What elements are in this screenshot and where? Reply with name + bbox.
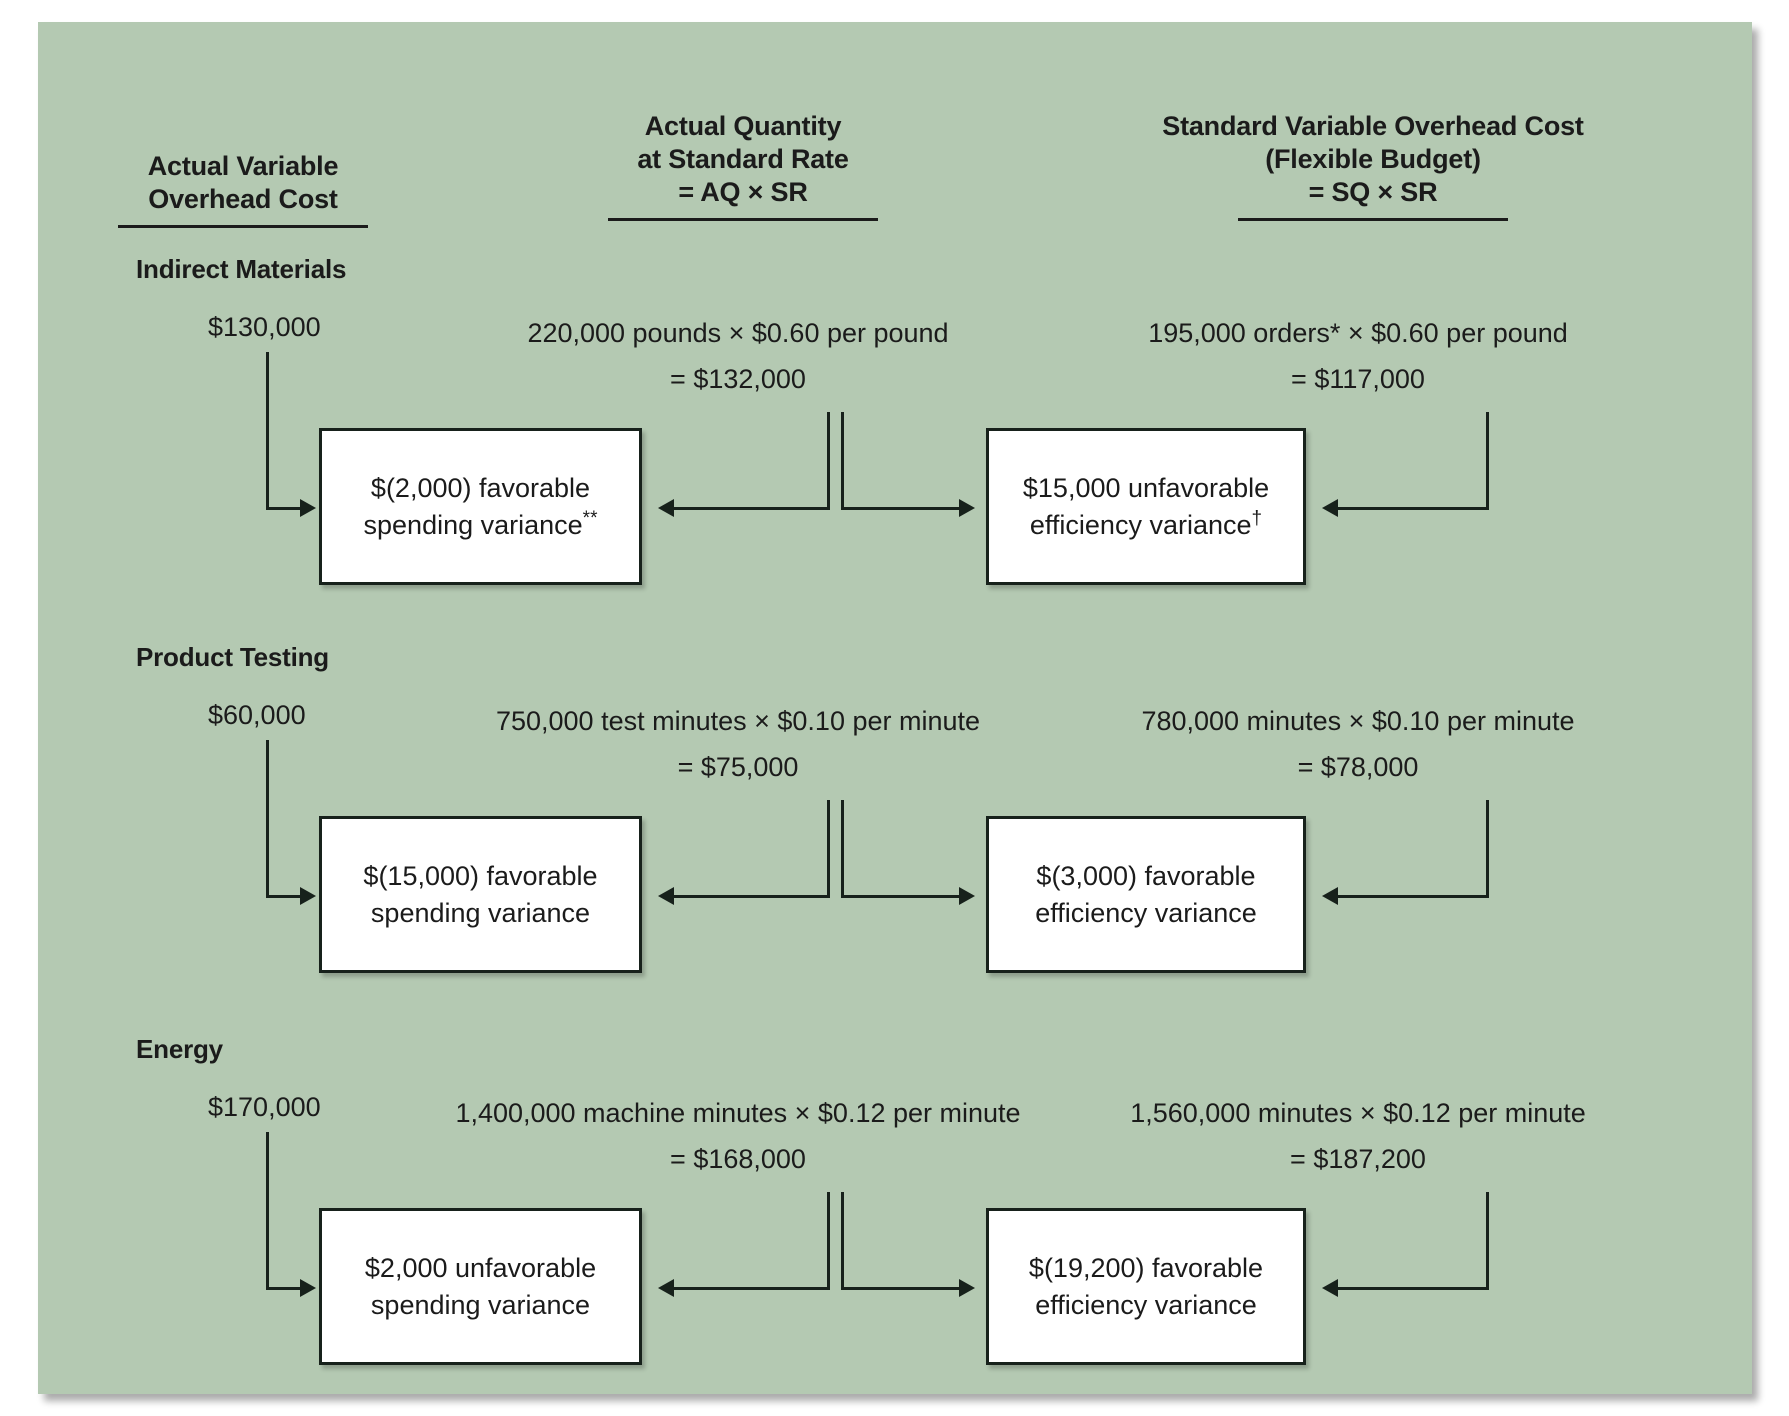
- efficiency-variance-line-1: $(19,200) favorable: [1028, 1252, 1264, 1283]
- sqsr-total: = $187,200: [1290, 1144, 1426, 1174]
- header-underline: [608, 218, 878, 221]
- aqsr-total: = $168,000: [670, 1144, 806, 1174]
- header-line-3: = SQ × SR: [1308, 177, 1438, 207]
- connector-sqsr-horizontal: [1338, 895, 1489, 898]
- connector-sqsr-vertical: [1486, 1192, 1489, 1290]
- connector-aqsr-stem-left: [827, 800, 830, 898]
- efficiency-variance-line-2: efficiency variance: [1029, 509, 1252, 540]
- section-title: Indirect Materials: [136, 254, 347, 284]
- connector-aqsr-to-efficiency: [841, 507, 961, 510]
- connector-sqsr-vertical: [1486, 412, 1489, 510]
- section-title: Energy: [136, 1034, 223, 1064]
- arrow-into-efficiency-box: [959, 1279, 975, 1297]
- aqsr-expression-text: 750,000 test minutes × $0.10 per minute: [495, 706, 981, 736]
- actual-cost-value: $130,000: [208, 312, 321, 342]
- header-line-2: at Standard Rate: [637, 144, 849, 174]
- spending-variance-line-2: spending variance: [370, 897, 591, 928]
- arrow-into-efficiency-box-from-sqsr: [1322, 499, 1338, 517]
- actual-cost-value: $60,000: [208, 700, 306, 730]
- header-line-2: Overhead Cost: [148, 184, 338, 214]
- efficiency-variance-line-2: efficiency variance: [1035, 1289, 1257, 1320]
- spending-variance-box: $2,000 unfavorable spending variance: [319, 1208, 642, 1365]
- aqsr-total: = $132,000: [670, 364, 806, 394]
- connector-actual-horizontal: [266, 895, 302, 898]
- sqsr-total: = $78,000: [1297, 752, 1419, 782]
- efficiency-variance-line-1: $15,000 unfavorable: [1022, 472, 1270, 503]
- header-underline: [118, 225, 368, 228]
- aqsr-total: = $75,000: [677, 752, 799, 782]
- efficiency-variance-box: $(3,000) favorable efficiency variance: [986, 816, 1306, 973]
- sqsr-expression-text: 1,560,000 minutes × $0.12 per minute: [1130, 1098, 1586, 1128]
- connector-aqsr-to-spending: [674, 507, 830, 510]
- spending-variance-box: $(15,000) favorable spending variance: [319, 816, 642, 973]
- efficiency-variance-line-2: efficiency variance: [1035, 897, 1257, 928]
- connector-aqsr-to-efficiency: [841, 895, 961, 898]
- sqsr-expression: 780,000 minutes × $0.10 per minute = $78…: [1048, 698, 1668, 790]
- connector-aqsr-stem-right: [841, 800, 844, 898]
- connector-aqsr-stem-right: [841, 1192, 844, 1290]
- header-line-1: Actual Quantity: [644, 111, 842, 141]
- column-header-standard-variable-overhead-cost: Standard Variable Overhead Cost (Flexibl…: [1158, 110, 1588, 221]
- connector-actual-vertical: [266, 740, 269, 895]
- connector-aqsr-to-spending: [674, 895, 830, 898]
- spending-variance-box: $(2,000) favorable spending variance**: [319, 428, 642, 585]
- arrow-into-efficiency-box-from-sqsr: [1322, 887, 1338, 905]
- efficiency-variance-footnote-marker: †: [1251, 507, 1263, 529]
- spending-variance-footnote-marker: **: [582, 507, 598, 529]
- aqsr-expression: 1,400,000 machine minutes × $0.12 per mi…: [428, 1090, 1048, 1182]
- aqsr-expression-text: 1,400,000 machine minutes × $0.12 per mi…: [455, 1098, 1021, 1128]
- sqsr-expression-text: 195,000 orders* × $0.60 per pound: [1148, 318, 1568, 348]
- connector-sqsr-horizontal: [1338, 507, 1489, 510]
- header-line-1: Actual Variable: [147, 151, 339, 181]
- connector-aqsr-stem-right: [841, 412, 844, 510]
- spending-variance-line-2: spending variance: [370, 1289, 591, 1320]
- connector-aqsr-to-efficiency: [841, 1287, 961, 1290]
- aqsr-expression: 750,000 test minutes × $0.10 per minute …: [428, 698, 1048, 790]
- column-header-actual-variable-overhead-cost: Actual Variable Overhead Cost: [98, 150, 388, 228]
- arrow-into-efficiency-box: [959, 499, 975, 517]
- column-header-actual-quantity-at-standard-rate: Actual Quantity at Standard Rate = AQ × …: [598, 110, 888, 221]
- variance-diagram-panel: Actual Variable Overhead Cost Actual Qua…: [38, 22, 1752, 1394]
- arrow-into-spending-box-from-aqsr: [658, 1279, 674, 1297]
- arrow-into-spending-box: [300, 887, 316, 905]
- connector-actual-horizontal: [266, 1287, 302, 1290]
- connector-actual-horizontal: [266, 507, 302, 510]
- efficiency-variance-box: $(19,200) favorable efficiency variance: [986, 1208, 1306, 1365]
- section-title: Product Testing: [136, 642, 329, 672]
- header-line-3: = AQ × SR: [678, 177, 808, 207]
- efficiency-variance-line-1: $(3,000) favorable: [1036, 860, 1256, 891]
- connector-aqsr-stem-left: [827, 1192, 830, 1290]
- spending-variance-line-1: $2,000 unfavorable: [364, 1252, 597, 1283]
- connector-aqsr-to-spending: [674, 1287, 830, 1290]
- actual-cost-value: $170,000: [208, 1092, 321, 1122]
- arrow-into-spending-box-from-aqsr: [658, 499, 674, 517]
- spending-variance-line-2: spending variance: [363, 509, 583, 540]
- arrow-into-spending-box: [300, 499, 316, 517]
- header-line-1: Standard Variable Overhead Cost: [1162, 111, 1584, 141]
- sqsr-expression-text: 780,000 minutes × $0.10 per minute: [1141, 706, 1575, 736]
- arrow-into-efficiency-box-from-sqsr: [1322, 1279, 1338, 1297]
- efficiency-variance-box: $15,000 unfavorable efficiency variance†: [986, 428, 1306, 585]
- connector-sqsr-horizontal: [1338, 1287, 1489, 1290]
- header-underline: [1238, 218, 1508, 221]
- arrow-into-spending-box-from-aqsr: [658, 887, 674, 905]
- aqsr-expression-text: 220,000 pounds × $0.60 per pound: [527, 318, 949, 348]
- spending-variance-line-1: $(15,000) favorable: [363, 860, 598, 891]
- aqsr-expression: 220,000 pounds × $0.60 per pound = $132,…: [428, 310, 1048, 402]
- header-line-2: (Flexible Budget): [1265, 144, 1481, 174]
- connector-aqsr-stem-left: [827, 412, 830, 510]
- connector-sqsr-vertical: [1486, 800, 1489, 898]
- arrow-into-efficiency-box: [959, 887, 975, 905]
- connector-actual-vertical: [266, 1132, 269, 1287]
- arrow-into-spending-box: [300, 1279, 316, 1297]
- sqsr-expression: 195,000 orders* × $0.60 per pound = $117…: [1048, 310, 1668, 402]
- sqsr-expression: 1,560,000 minutes × $0.12 per minute = $…: [1048, 1090, 1668, 1182]
- spending-variance-line-1: $(2,000) favorable: [370, 472, 591, 503]
- sqsr-total: = $117,000: [1291, 364, 1425, 394]
- connector-actual-vertical: [266, 352, 269, 507]
